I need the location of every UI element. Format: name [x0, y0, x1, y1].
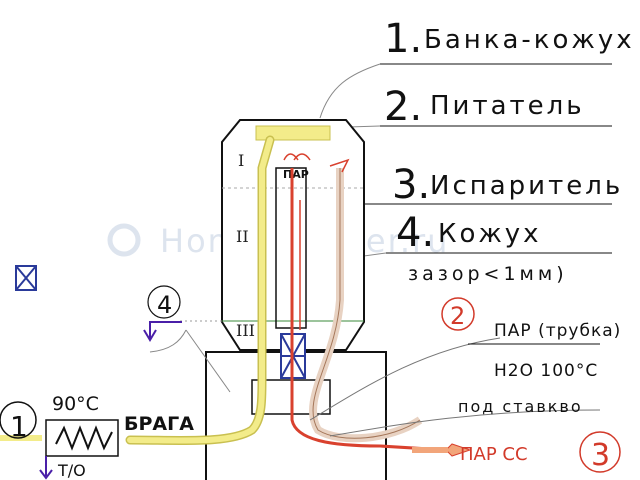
legend-label-3: Испаритель	[430, 171, 623, 201]
marker-4: 4	[143, 285, 231, 393]
legend-num-3: 3.	[392, 162, 430, 208]
steam-inner-label: ПАР	[283, 168, 309, 181]
legend: 1. Банка-кожух 2. Питатель 3. Испаритель…	[315, 16, 635, 285]
steam-out-arrow-icon	[445, 443, 472, 457]
gap-note: зазор<1мм)	[408, 263, 568, 285]
marker-4-circle	[147, 285, 181, 319]
legend-num-1: 1.	[384, 16, 422, 62]
marker-2-label: 2	[450, 302, 465, 330]
marker-3-label: 3	[591, 438, 610, 473]
crossed-box-outline	[15, 265, 37, 291]
steam-tube-label: ПАР (трубка)	[494, 321, 621, 341]
marker-4-label: 4	[157, 291, 172, 319]
water-temp-label: H2O 100°C	[494, 361, 598, 381]
zone-label-1: I	[238, 151, 244, 170]
steam-pipe	[290, 168, 447, 452]
annot-line-3	[329, 409, 601, 437]
marker-3-circle	[579, 431, 621, 473]
steam-tube-top-arrow-icon	[329, 158, 350, 173]
feed-pipe	[127, 137, 273, 444]
steam-ss-label: ПАР СС	[460, 444, 528, 465]
marker-2-circle	[441, 297, 475, 331]
heat-exchanger-body	[45, 419, 119, 457]
zone-label-2: II	[236, 227, 249, 246]
marker-2: 2	[441, 297, 475, 331]
marker-4-leader	[149, 329, 187, 353]
legend-label-4: Кожух	[438, 219, 542, 249]
heat-exchanger: 90°C Т/О	[39, 393, 119, 480]
steam-tube	[309, 158, 423, 443]
legend-label-1: Банка-кожух	[424, 25, 635, 55]
zone-label-3: III	[236, 321, 255, 340]
braga-label: БРАГА	[124, 413, 194, 435]
marker-1-label: 1	[10, 410, 28, 443]
legend-label-2: Питатель	[430, 91, 585, 121]
marker-4-hook-icon	[143, 321, 182, 342]
feeder-plate	[255, 125, 331, 141]
crossed-box-icon	[15, 265, 37, 291]
legend-num-4: 4.	[396, 210, 434, 256]
heat-exchanger-coil-icon	[55, 425, 113, 451]
marker-1: 1	[0, 401, 37, 443]
drain-arrow-icon	[39, 456, 53, 480]
legend-num-2: 2.	[384, 84, 422, 130]
crossed-box	[15, 265, 37, 291]
heat-exchanger-label: Т/О	[57, 461, 86, 480]
marker-3: 3	[579, 431, 621, 473]
watermark-drop-icon	[107, 223, 141, 257]
to-still-label: под ставкво	[458, 397, 583, 416]
steam-tube-edge	[312, 168, 421, 439]
marker-4-leader-2	[185, 329, 231, 393]
leader-line-1	[319, 63, 381, 119]
steam-line	[290, 168, 472, 457]
steam-arrows-top	[283, 153, 311, 161]
temp-label: 90°C	[52, 393, 99, 415]
marker-1-circle	[0, 401, 37, 439]
